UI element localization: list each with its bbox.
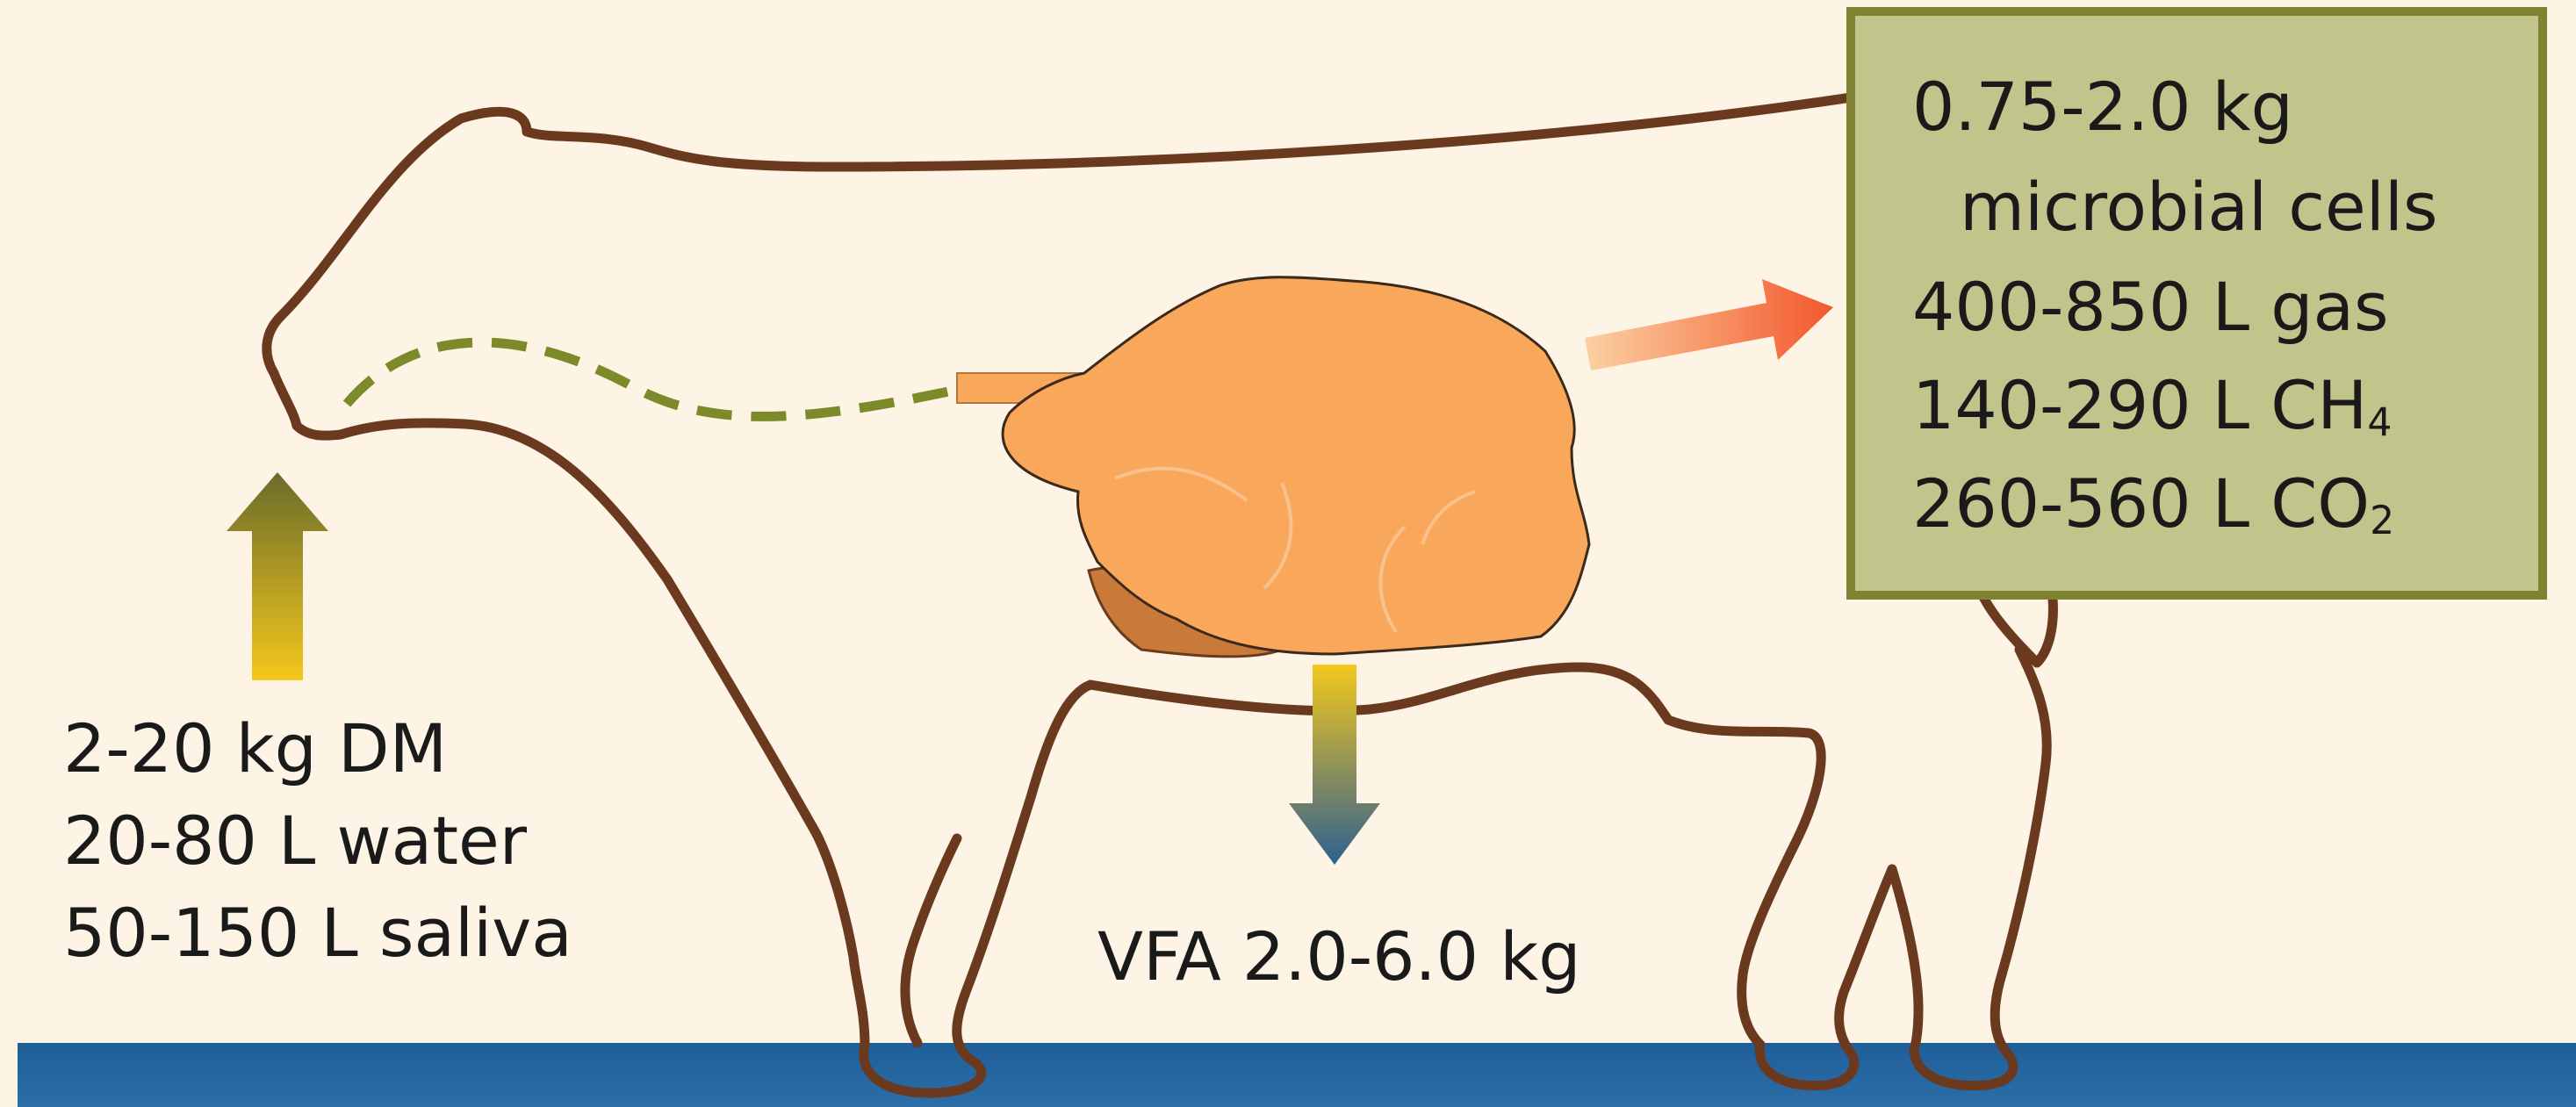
rumen-stomach-shape: [1003, 277, 1589, 654]
output-co2-text: 260-560 L CO: [1912, 464, 2370, 543]
co2-subscript: 2: [2370, 499, 2394, 543]
output-microbial-mass: 0.75-2.0 kg: [1912, 74, 2293, 140]
output-microbial-cells: microbial cells: [1960, 174, 2438, 241]
input-saliva: 50-150 L saliva: [63, 900, 572, 967]
input-arrow-icon: [227, 472, 328, 680]
input-water: 20-80 L water: [63, 808, 527, 874]
input-dry-matter: 2-20 kg DM: [63, 715, 447, 782]
vfa-output-label: VFA 2.0-6.0 kg: [1097, 924, 1580, 990]
output-methane-text: 140-290 L CH: [1912, 366, 2367, 444]
ground-bar: [18, 1043, 2576, 1107]
gas-output-arrow-icon: [1585, 279, 1833, 370]
methane-subscript: 4: [2367, 400, 2392, 445]
output-gas: 400-850 L gas: [1912, 274, 2389, 341]
output-methane: 140-290 L CH4: [1912, 372, 2392, 439]
esophagus-dashed-line: [347, 342, 953, 416]
vfa-arrow-icon: [1289, 665, 1380, 865]
output-carbon-dioxide: 260-560 L CO2: [1912, 471, 2394, 537]
